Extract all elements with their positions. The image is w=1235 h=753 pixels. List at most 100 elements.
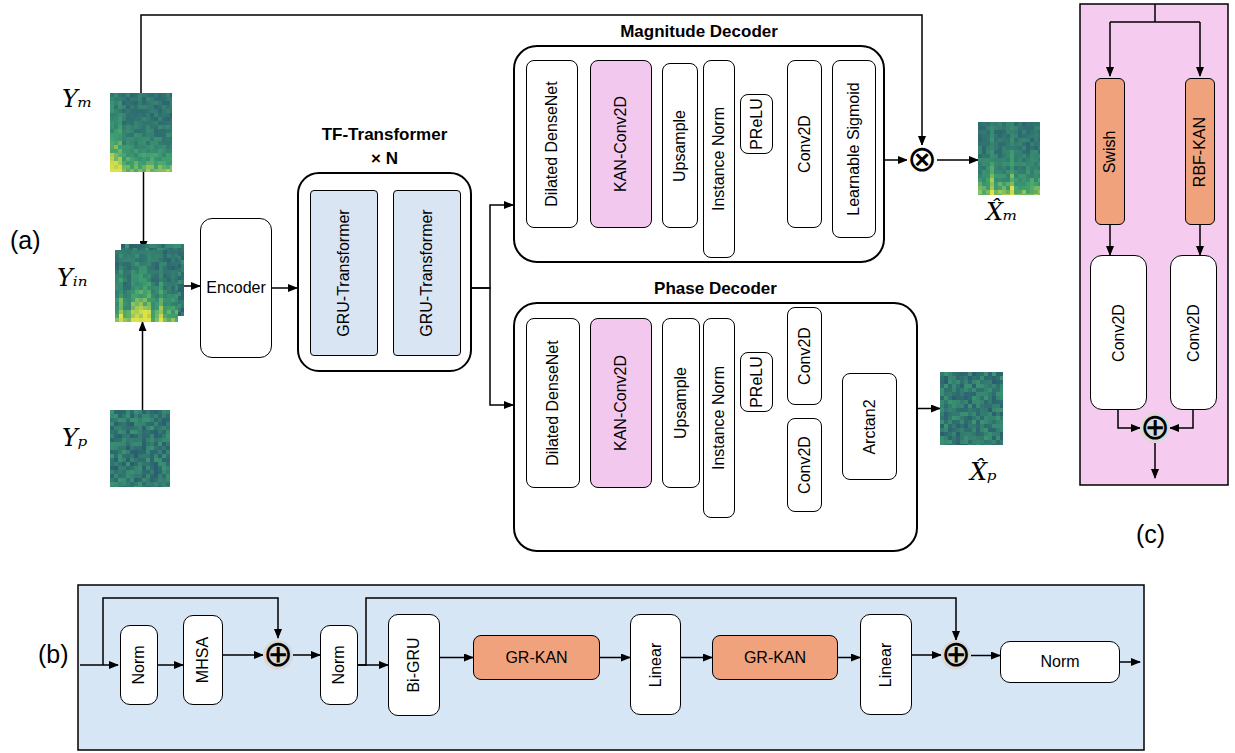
spectrogram-cell <box>994 186 998 190</box>
spectrogram-cell <box>130 121 134 125</box>
spectrogram-cell <box>960 408 964 412</box>
spectrogram-cell <box>162 169 166 172</box>
connector-arrow <box>937 159 978 161</box>
spectrogram-cell <box>170 157 172 161</box>
spectrogram-cell <box>162 137 166 141</box>
signal-label: X̂ₘ <box>986 200 1018 224</box>
spectrogram-cell <box>992 376 996 380</box>
spectrogram-cell <box>976 372 980 376</box>
spectrogram-cell <box>146 486 150 487</box>
spectrogram-cell <box>1006 158 1010 162</box>
spectrogram-cell <box>982 162 986 166</box>
spectrogram-cell <box>990 150 994 154</box>
spectrogram-cell <box>131 250 135 254</box>
spectrogram-cell <box>944 432 948 436</box>
spectrogram-cell <box>968 428 972 432</box>
spectrogram-cell <box>119 258 123 262</box>
spectrogram-cell <box>990 162 994 166</box>
spectrogram-cell <box>122 149 126 153</box>
spectrogram-cell <box>166 426 170 430</box>
spectrogram-cell <box>964 428 968 432</box>
connector-arrow <box>681 657 712 659</box>
spectrogram-cell <box>131 262 135 266</box>
spectrogram-cell <box>956 416 960 420</box>
connector-arrow <box>971 655 1000 657</box>
box-label: KAN-Conv2D <box>612 64 630 224</box>
spectrogram-cell <box>994 134 998 138</box>
spectrogram-cell <box>1006 190 1010 194</box>
spectrogram-cell <box>980 416 984 420</box>
spectrogram-cell <box>118 418 122 422</box>
spectrogram-cell <box>127 294 131 298</box>
spectrogram-cell <box>1014 166 1018 170</box>
spectrogram-cell <box>158 422 162 426</box>
spectrogram-cell <box>181 276 184 280</box>
spectrogram-cell <box>130 157 134 161</box>
box-label: MHSA <box>194 619 212 701</box>
spectrogram-cell <box>158 93 162 97</box>
spectrogram-cell <box>166 454 170 458</box>
spectrogram-cell <box>115 286 119 290</box>
spectrogram-cell <box>151 270 155 274</box>
spectrogram-cell <box>126 125 130 129</box>
spectrogram-cell <box>1014 122 1018 126</box>
spectrogram-cell <box>126 145 130 149</box>
spectrogram-cell <box>151 318 155 322</box>
spectrogram-cell <box>940 396 944 400</box>
spectrogram-cell <box>167 298 171 302</box>
spectrogram-cell <box>118 169 122 172</box>
spectrogram-cell <box>138 97 142 101</box>
spectrogram-cell <box>126 105 130 109</box>
spectrogram-cell <box>1000 384 1003 388</box>
spectrogram-cell <box>126 422 130 426</box>
spectrogram-cell <box>968 396 972 400</box>
spectrogram-cell <box>110 141 114 145</box>
spectrogram-cell <box>143 310 147 314</box>
spectrogram-cell <box>154 450 158 454</box>
spectrogram-cell <box>159 266 163 270</box>
split-arrow <box>1109 22 1111 76</box>
spectrogram-cell <box>154 125 158 129</box>
spectrogram-cell <box>1006 146 1010 150</box>
spectrogram-cell <box>167 258 171 262</box>
spectrogram-cell <box>964 408 968 412</box>
box-label: PReLU <box>748 356 766 408</box>
spectrogram-cell <box>976 428 980 432</box>
spectrogram-cell <box>154 97 158 101</box>
spectrogram-cell <box>123 294 127 298</box>
spectrogram-cell <box>1014 150 1018 154</box>
spectrogram-cell <box>1010 142 1014 146</box>
spectrogram-image: Yₘ <box>110 93 172 172</box>
spectrogram-cell <box>169 244 173 248</box>
spectrogram-cell <box>158 101 162 105</box>
spectrogram-cell <box>158 129 162 133</box>
process-box: MHSA <box>183 615 223 705</box>
spectrogram-cell <box>162 478 166 482</box>
spectrogram-cell <box>119 266 123 270</box>
spectrogram-cell <box>1022 154 1026 158</box>
spectrogram-cell <box>166 101 170 105</box>
spectrogram-cell <box>142 446 146 450</box>
spectrogram-cell <box>146 117 150 121</box>
spectrogram-cell <box>118 129 122 133</box>
spectrogram-cell <box>1000 444 1003 445</box>
spectrogram-cell <box>127 302 131 306</box>
spectrogram-cell <box>171 274 175 278</box>
spectrogram-cell <box>1022 162 1026 166</box>
spectrogram-cell <box>155 318 159 322</box>
spectrogram-cell <box>1038 158 1040 162</box>
spectrogram-cell <box>134 133 138 137</box>
spectrogram-cell <box>154 141 158 145</box>
spectrogram-cell <box>155 290 159 294</box>
spectrogram-cell <box>158 113 162 117</box>
spectrogram-cell <box>952 408 956 412</box>
spectrogram-cell <box>139 286 143 290</box>
spectrogram-cell <box>142 105 146 109</box>
spectrogram-cell <box>122 454 126 458</box>
spectrogram-cell <box>162 410 166 414</box>
spectrogram-cell <box>118 438 122 442</box>
spectrogram-cell <box>1038 150 1040 154</box>
connector-arrow <box>885 159 907 161</box>
spectrogram-cell <box>118 121 122 125</box>
spectrogram-cell <box>940 416 944 420</box>
